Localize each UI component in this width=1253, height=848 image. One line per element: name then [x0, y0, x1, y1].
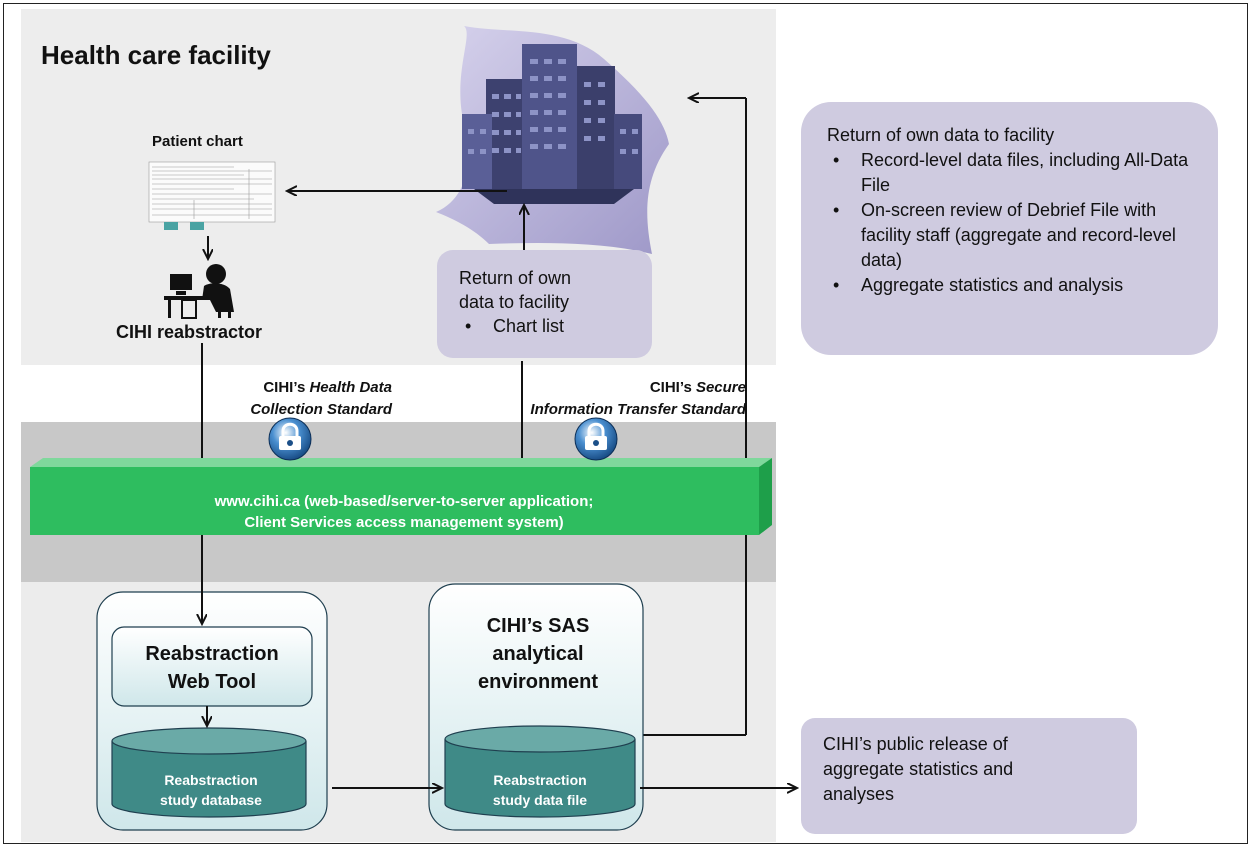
callout-line: data to facility	[459, 292, 570, 312]
sas-line: environment	[477, 671, 599, 693]
bullet-item: Chart list	[459, 314, 630, 338]
web-tool-line: Reabstraction	[145, 642, 279, 665]
web-tool-box	[111, 626, 313, 707]
return-data-detail-callout: Return of own data to facility Record-le…	[801, 102, 1218, 355]
public-release-line: analyses	[823, 784, 895, 804]
database-cylinder	[111, 727, 307, 818]
reabstractor-label: CIHI reabstractor	[116, 322, 263, 342]
callout-bullets: Record-level data files, including All-D…	[827, 148, 1192, 298]
standard-name: Collection Standard	[250, 401, 392, 418]
platform-bar	[30, 458, 772, 535]
secure-transfer-standard-label: CIHI’s Secure Information Transfer Stand…	[434, 377, 746, 421]
study-data-file-label: Reabstraction study data file	[447, 770, 633, 810]
sas-line: CIHI’s SAS	[486, 615, 590, 637]
web-tool-line: Web Tool	[167, 670, 257, 693]
data-file-line: Reabstraction	[493, 772, 587, 788]
standard-prefix: CIHI’s	[263, 379, 306, 396]
bullet-item: On-screen review of Debrief File with fa…	[827, 198, 1192, 273]
sas-environment-title: CIHI’s SAS analytical environment	[444, 612, 632, 696]
public-release-line: CIHI’s public release of	[823, 734, 1008, 754]
callout-heading: Return of own data to facility	[827, 125, 1055, 145]
bullet-item: Record-level data files, including All-D…	[827, 148, 1192, 198]
bullet-item: Aggregate statistics and analysis	[827, 273, 1192, 298]
standard-prefix: CIHI’s	[649, 379, 692, 396]
patient-chart-icon	[148, 161, 276, 230]
sas-line: analytical	[492, 643, 584, 665]
study-database-label: Reabstraction study database	[114, 770, 308, 810]
database-line: Reabstraction	[164, 772, 258, 788]
lock-icon	[268, 417, 312, 461]
callout-bullets: Chart list	[459, 314, 630, 338]
platform-label: www.cihi.ca (web-based/server-to-server …	[134, 491, 674, 533]
web-tool-title: Reabstraction Web Tool	[112, 630, 312, 705]
public-release-line: aggregate statistics and	[823, 759, 1014, 779]
data-file-line: study data file	[492, 792, 588, 808]
data-file-cylinder	[444, 725, 636, 818]
standard-name: Health Data	[309, 379, 392, 396]
facility-title: Health care facility	[41, 40, 271, 70]
platform-line: www.cihi.ca (web-based/server-to-server …	[214, 493, 594, 510]
public-release-callout: CIHI’s public release of aggregate stati…	[801, 718, 1137, 834]
return-data-callout: Return of own data to facility Chart lis…	[437, 250, 652, 358]
platform-line: Client Services access management system…	[244, 514, 564, 531]
callout-line: Return of own	[459, 268, 572, 288]
building-icon	[436, 26, 669, 254]
standard-name: Secure	[695, 379, 746, 396]
lock-icon	[574, 417, 618, 461]
database-line: study database	[160, 792, 262, 808]
health-data-standard-label: CIHI’s Health Data Collection Standard	[154, 377, 392, 421]
patient-chart-label: Patient chart	[152, 133, 243, 150]
reabstractor-person-icon	[164, 264, 234, 319]
standard-name: Information Transfer Standard	[530, 401, 746, 418]
diagram-frame: Health care facility Patient chart CIHI …	[3, 3, 1248, 844]
